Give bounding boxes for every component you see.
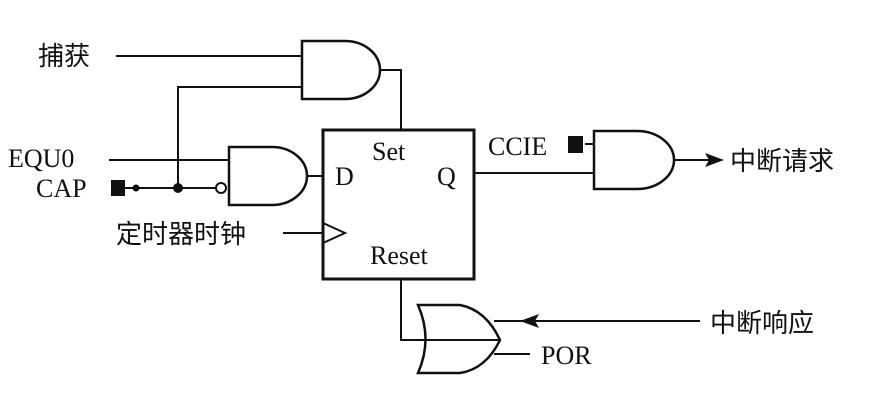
label-q: Q <box>437 162 456 191</box>
and-gate-ccie <box>592 129 676 191</box>
arrow-interrupt-response-icon <box>520 314 539 328</box>
label-timer-clock: 定时器时钟 <box>116 220 246 250</box>
inverter-bubble <box>215 182 227 194</box>
and-gate-capture <box>300 39 382 101</box>
label-reset: Reset <box>370 241 429 270</box>
label-por: POR <box>541 341 592 370</box>
wire-top-gate-to-set <box>380 69 402 130</box>
ccie-terminal-icon <box>568 136 583 153</box>
label-interrupt-response: 中断响应 <box>710 309 814 339</box>
flip-flop-box <box>321 128 476 281</box>
label-equ0: EQU0 <box>8 144 74 173</box>
cap-terminal-icon <box>111 180 125 196</box>
and-gate-d-input <box>227 145 309 207</box>
wire-cap-loop <box>177 86 302 188</box>
label-ccie: CCIE <box>488 132 547 161</box>
arrow-interrupt-request-icon <box>705 153 724 167</box>
label-interrupt-request: 中断请求 <box>730 147 834 177</box>
label-d: D <box>335 162 354 191</box>
label-set: Set <box>372 137 406 166</box>
clock-triangle-icon <box>322 222 348 244</box>
wire-reset-to-or <box>400 279 500 341</box>
label-capture: 捕获 <box>38 42 90 72</box>
label-cap: CAP <box>36 174 87 203</box>
junction-dot-1 <box>173 183 183 193</box>
junction-dot-2 <box>132 184 140 192</box>
